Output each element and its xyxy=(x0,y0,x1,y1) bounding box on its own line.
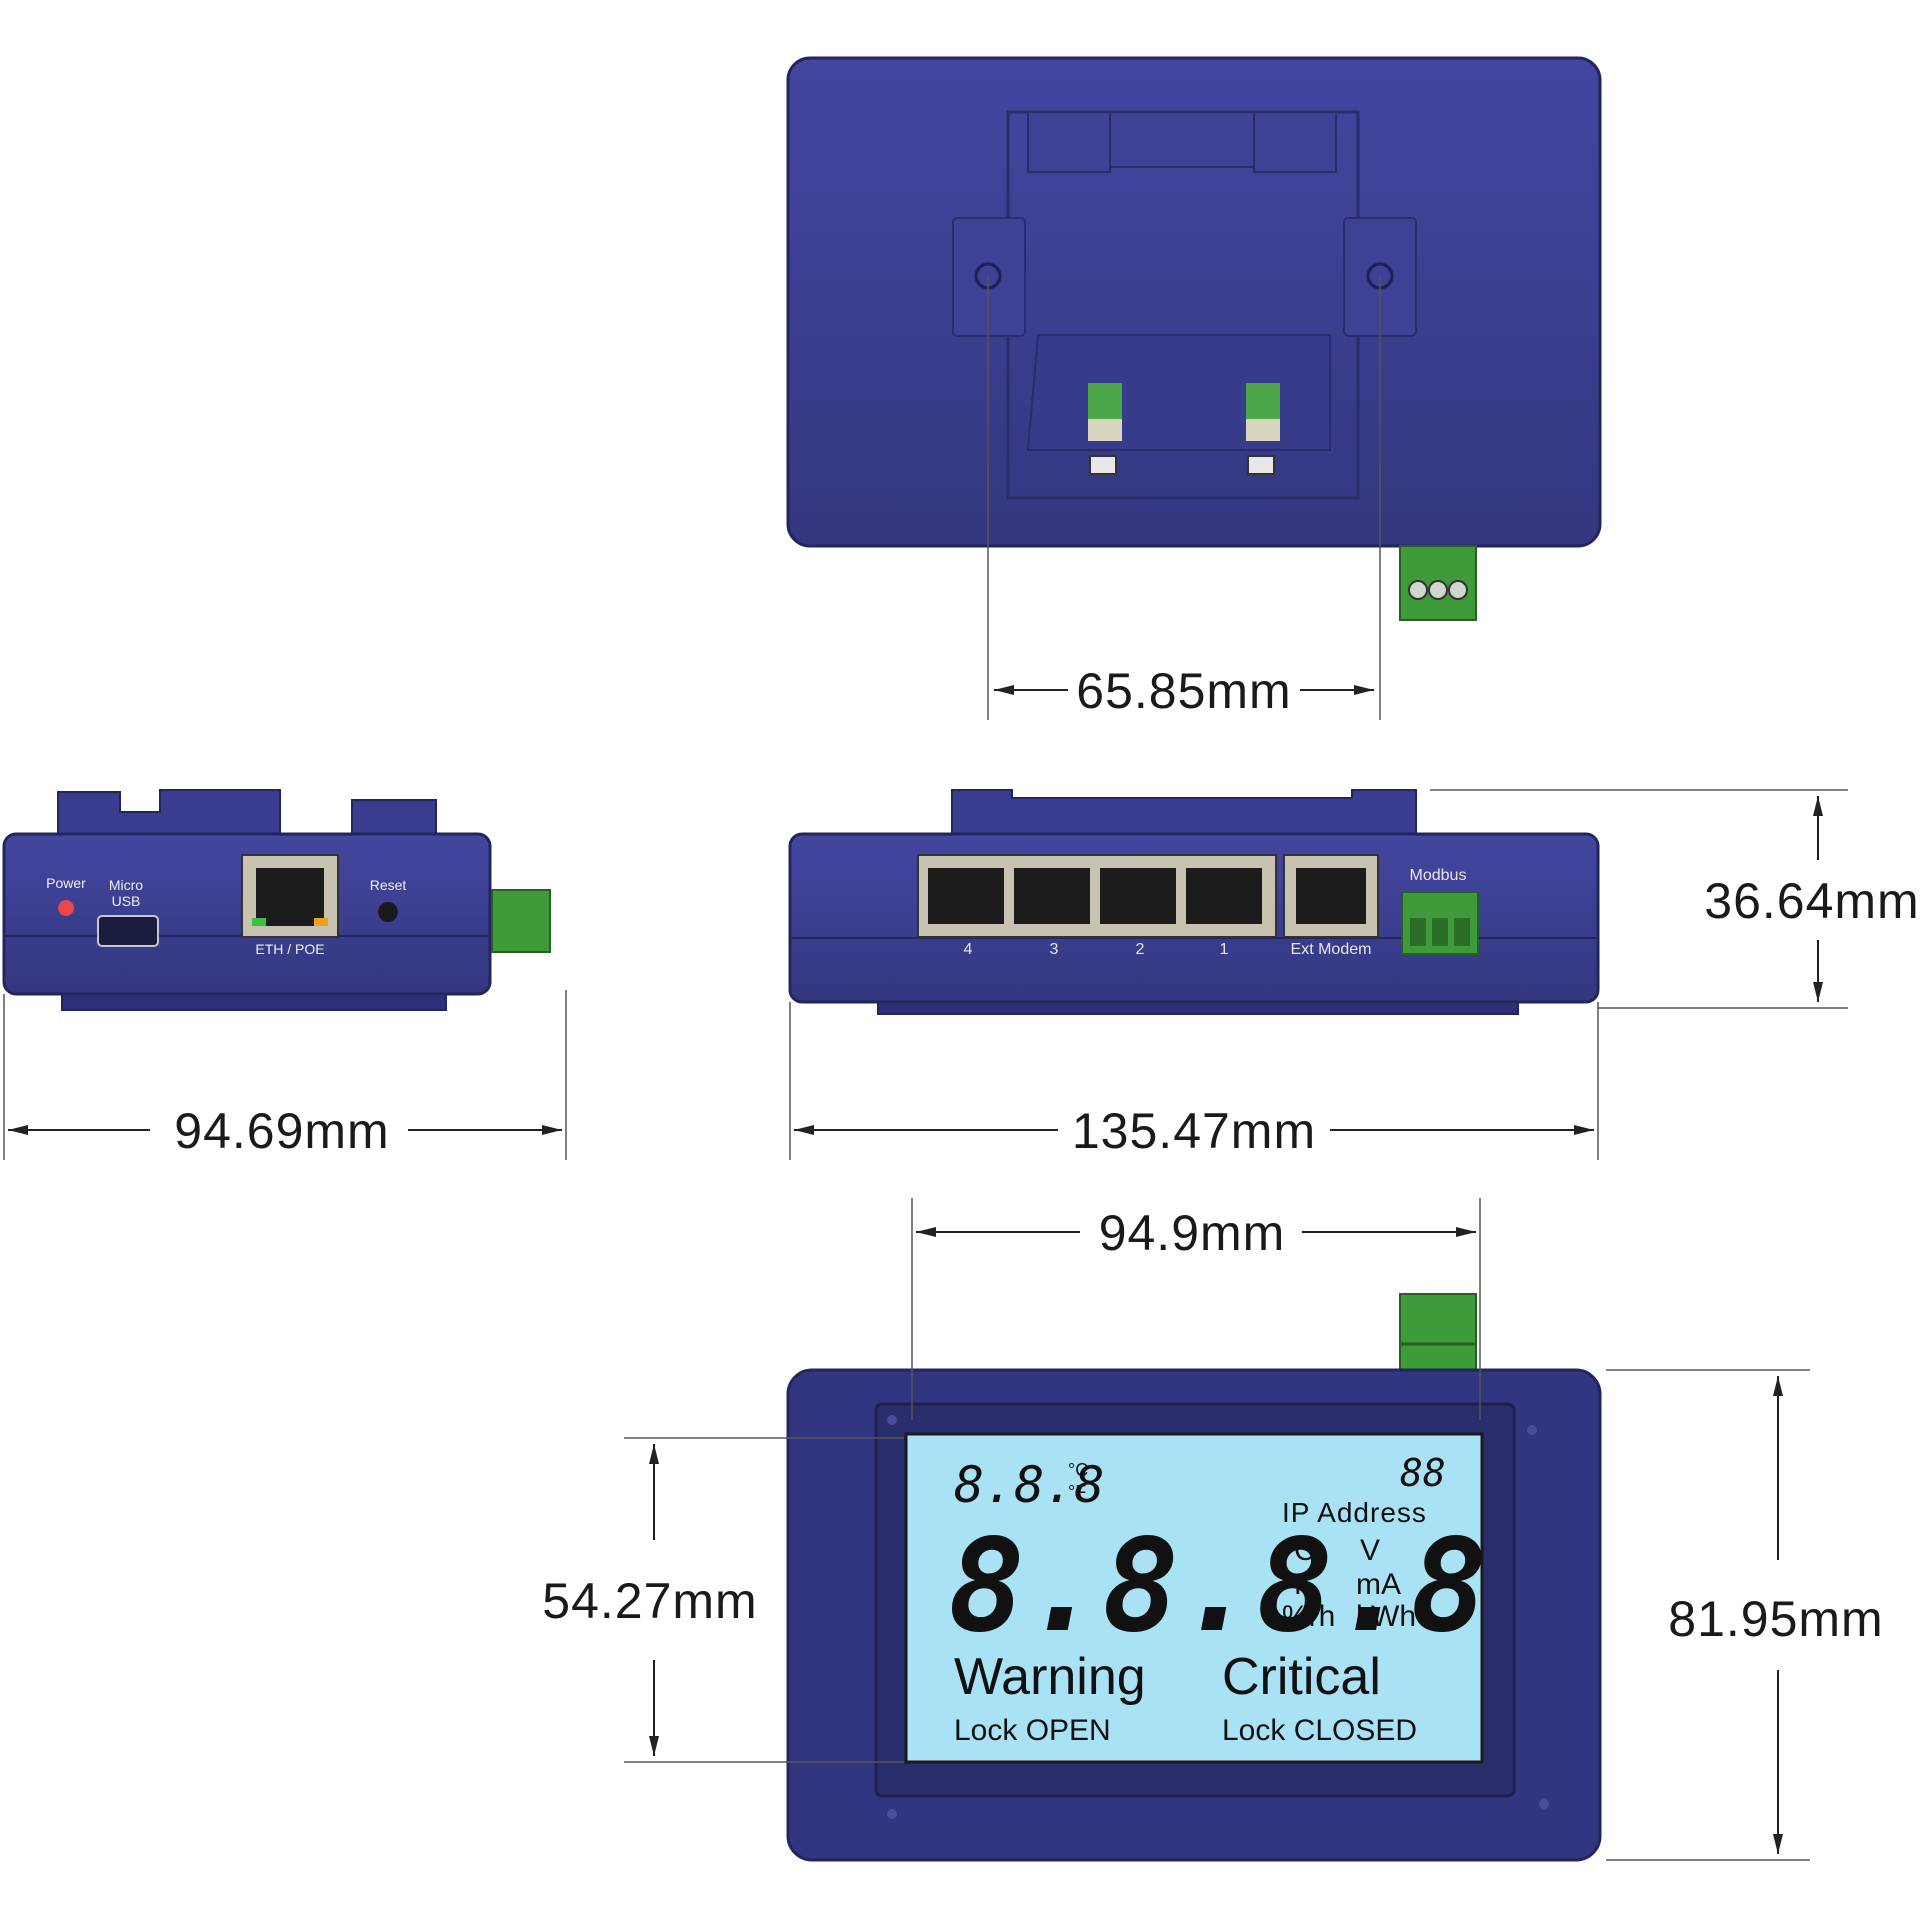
micro-usb-port xyxy=(97,915,159,947)
rj45-jack-3 xyxy=(1014,868,1090,924)
port-label-2: 2 xyxy=(1136,941,1145,958)
reset-button xyxy=(378,902,398,922)
lcd-corner-digits: 88 xyxy=(1400,1451,1446,1495)
port-label-3: 3 xyxy=(1050,941,1059,958)
lcd-big-digits: 8.8.8.8 xyxy=(948,1512,1487,1661)
usb-label-2: USB xyxy=(112,893,141,909)
reset-label: Reset xyxy=(370,877,407,893)
rj45-port-group xyxy=(928,868,1262,924)
ext-modem-label: Ext Modem xyxy=(1291,941,1372,958)
lcd-unit-kwh: kWh xyxy=(1356,1600,1416,1633)
modbus-label: Modbus xyxy=(1410,867,1467,884)
lcd-warning: Warning xyxy=(954,1648,1146,1706)
lcd-unit-ma: mA xyxy=(1356,1568,1401,1601)
power-led xyxy=(58,900,74,916)
rj45-jack-2 xyxy=(1100,868,1176,924)
lcd-unit-c-small: °C xyxy=(1068,1460,1088,1480)
lcd-unit-v: V xyxy=(1360,1534,1380,1567)
dimension-screen-height: 54.27mm xyxy=(542,1573,757,1629)
back-view: 65.85mm xyxy=(786,56,1602,720)
lcd-unit-c: °C xyxy=(1282,1534,1316,1567)
rj45-jack-4 xyxy=(928,868,1004,924)
lcd-critical: Critical xyxy=(1222,1648,1381,1706)
lcd-lock-closed: Lock CLOSED xyxy=(1222,1714,1417,1747)
lcd-ip-label: IP Address xyxy=(1282,1497,1427,1528)
lcd-unit-f: °F xyxy=(1282,1568,1312,1601)
keyhole-left xyxy=(952,217,1026,337)
rj45-jack-1 xyxy=(1186,868,1262,924)
ports-view: Ext Modem Modbus 4 3 2 1 36.64mm 135.47m… xyxy=(788,789,1919,1160)
lcd-unit-rh: %rh xyxy=(1282,1600,1335,1633)
power-label: Power xyxy=(46,875,86,891)
dimension-height: 36.64mm xyxy=(1704,873,1919,929)
dimension-bezel-width: 94.9mm xyxy=(1099,1205,1286,1261)
port-label-1: 1 xyxy=(1220,941,1229,958)
dimension-width: 135.47mm xyxy=(1072,1103,1316,1159)
side-view: Power Micro USB ETH / POE Reset 94.69mm xyxy=(2,789,567,1160)
dimension-side-depth: 94.69mm xyxy=(174,1103,389,1159)
terminal-block-front xyxy=(1399,1293,1477,1371)
lcd-unit-f-small: °F xyxy=(1068,1482,1086,1502)
eth-label: ETH / POE xyxy=(255,941,324,957)
dimension-front-height: 81.95mm xyxy=(1668,1591,1883,1647)
lcd-screen xyxy=(904,1432,1484,1764)
usb-label-1: Micro xyxy=(109,877,143,893)
front-view: 8.8.8 °C °F 88 IP Address 8.8.8.8 °C °F … xyxy=(542,1198,1883,1862)
lcd-lock-open: Lock OPEN xyxy=(954,1714,1111,1747)
dimension-mount-spacing: 65.85mm xyxy=(1076,663,1291,719)
terminal-block-side xyxy=(491,889,551,953)
port-label-4: 4 xyxy=(964,941,973,958)
lcd-small-digits: 8.8.8 xyxy=(954,1456,1105,1514)
